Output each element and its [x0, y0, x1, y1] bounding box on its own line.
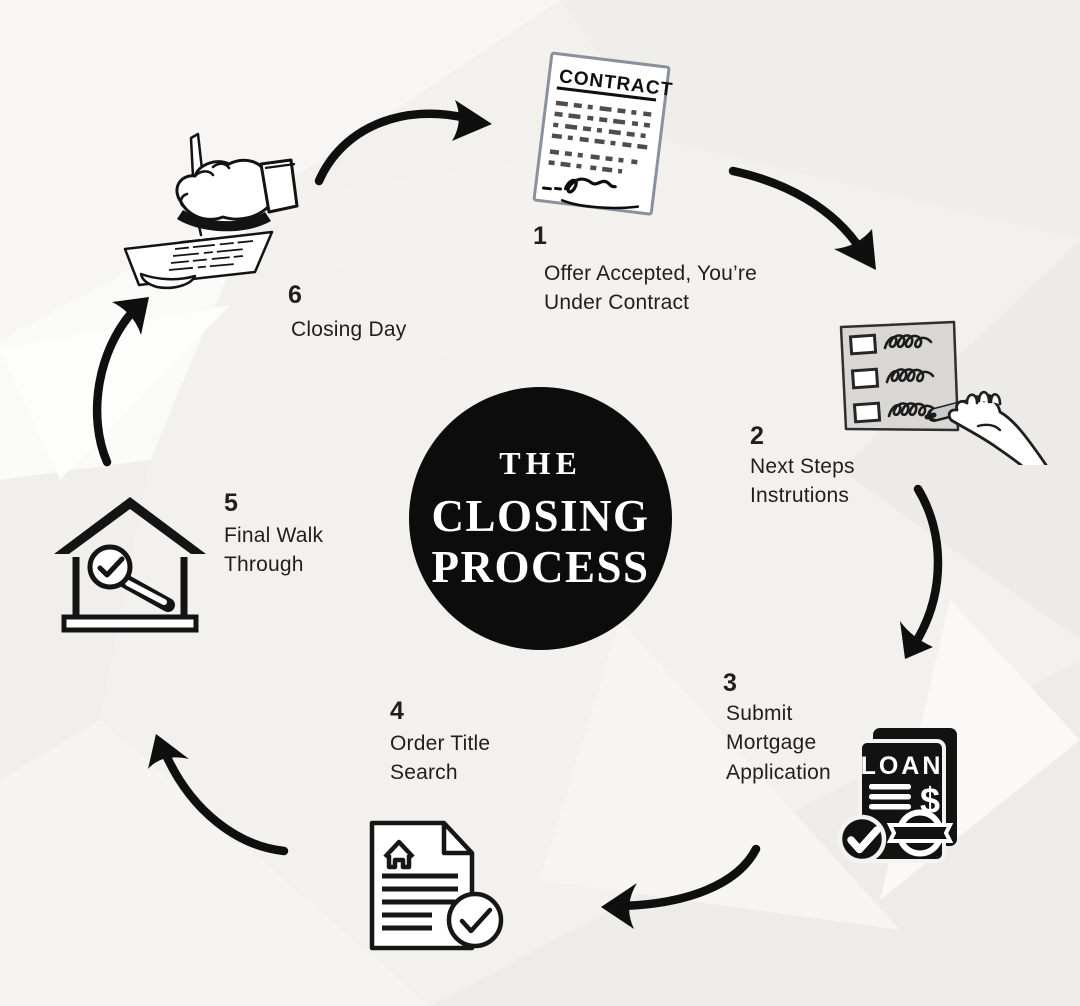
title-process: PROCESS — [431, 541, 650, 592]
arrow-5-to-6 — [92, 297, 149, 467]
loan-text-bars — [869, 784, 911, 810]
loan-document-icon: LOAN $ — [837, 728, 957, 864]
signature-scribble — [541, 177, 640, 210]
title-search-document-icon — [369, 820, 504, 951]
signed-paper — [123, 230, 274, 290]
step-1-label: Offer Accepted, You’re Under Contract — [544, 262, 757, 315]
title-closing: CLOSING — [431, 490, 650, 541]
step-4-label: Order Title Search — [390, 732, 491, 785]
title-the: THE — [499, 444, 582, 481]
magnifier-check — [87, 544, 175, 612]
hand-shadow — [177, 210, 271, 232]
checkboxes — [848, 333, 882, 424]
arrow-6-to-1 — [314, 100, 492, 186]
step-4-number: 4 — [390, 697, 405, 725]
check-circle — [446, 891, 504, 949]
step-3-label: Submit Mortgage Application — [726, 702, 831, 784]
house-glyph — [383, 839, 415, 870]
step-1-number: 1 — [533, 222, 548, 250]
step-5-number: 5 — [224, 489, 239, 517]
contract-document-icon: CONTRACT — [532, 51, 674, 216]
approval-seal — [886, 809, 954, 857]
step-5-label: Final Walk Through — [224, 524, 324, 577]
hand — [947, 390, 1048, 465]
step-6-number: 6 — [288, 281, 303, 309]
house-inspection-icon — [54, 497, 206, 633]
step-2-label: Next Steps Instrutions — [750, 455, 855, 508]
document-lines — [382, 873, 458, 931]
step-6-label: Closing Day — [291, 318, 407, 341]
hand-fist — [175, 158, 271, 221]
center-title-circle: THE CLOSING PROCESS — [409, 387, 672, 650]
house-base — [61, 614, 199, 633]
check-badge — [837, 814, 887, 864]
loan-title-text: LOAN — [861, 752, 944, 780]
sleeve-cuff — [259, 158, 299, 214]
flow-arrows — [92, 100, 943, 929]
arrow-2-to-3 — [900, 484, 943, 659]
arrow-3-to-4 — [601, 844, 761, 929]
arrow-1-to-2 — [728, 166, 876, 270]
signing-hand-icon — [123, 132, 299, 290]
checklist-hand-icon — [839, 320, 1048, 465]
arrow-4-to-5 — [148, 734, 289, 856]
roof — [54, 497, 206, 554]
step-2-number: 2 — [750, 422, 765, 450]
step-3-number: 3 — [723, 669, 738, 697]
